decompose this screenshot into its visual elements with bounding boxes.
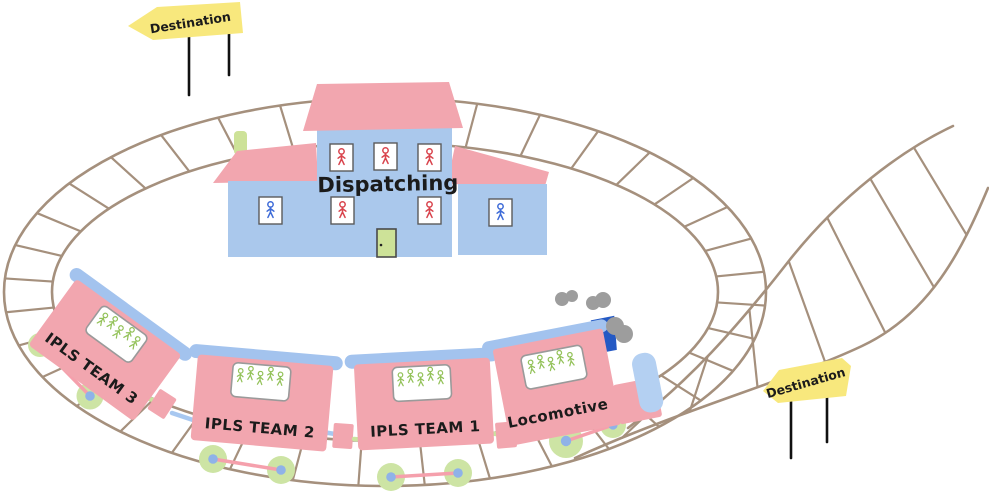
track-tie [706, 326, 756, 341]
wheel-rod [390, 471, 459, 479]
track-tie [3, 277, 54, 283]
track-tie [68, 182, 111, 210]
building-window [330, 196, 355, 225]
track-branch-lower-rail [573, 186, 989, 460]
train-locomotive: Locomotive [482, 315, 664, 446]
dispatching-building: Dispatching [213, 82, 549, 258]
track-tie [715, 270, 766, 278]
track-tie [615, 151, 651, 186]
coupling-block [147, 389, 177, 419]
sign-board [128, 2, 243, 40]
track-tie [519, 113, 542, 157]
wheel-hub [276, 465, 286, 475]
track-tie [160, 133, 191, 173]
car-body [29, 280, 181, 420]
building-window [329, 143, 354, 172]
track-tie [653, 176, 695, 206]
wheel-hub [453, 468, 463, 478]
track-tie [716, 301, 767, 307]
track-tie [35, 211, 82, 233]
building-window [417, 196, 442, 225]
train-wheels [28, 333, 626, 491]
destination-sign-bottom-right: Destination [763, 358, 851, 460]
coupling-block [332, 422, 354, 450]
smoke-icon [555, 290, 633, 343]
track-tie [278, 104, 295, 150]
destination-sign-top-left: Destination [128, 2, 243, 97]
wheel-hub [386, 472, 396, 482]
locomotive-nose [632, 352, 664, 413]
wheel-rod [565, 423, 614, 443]
wheel-rod [212, 457, 282, 472]
building-window [258, 196, 283, 225]
building-window [488, 198, 513, 227]
track-tie [748, 308, 759, 389]
building-label: Dispatching [317, 171, 458, 197]
car-body [354, 357, 494, 451]
track-tie [109, 156, 147, 190]
train: IPLS TEAM 3 IPLS TEAM 2 [28, 268, 664, 491]
right-wing-roof [447, 146, 549, 186]
wheel-hub [85, 391, 95, 401]
track-tie [4, 306, 55, 314]
train-car-ipls-team-2: IPLS TEAM 2 [189, 344, 343, 452]
door [376, 228, 397, 258]
track-tie [912, 146, 968, 236]
car-roof [69, 268, 193, 361]
left-wing-roof [213, 143, 318, 183]
track-tie [683, 205, 729, 228]
track-tie [418, 439, 426, 487]
wheel-hub [208, 454, 218, 464]
track-tie [826, 216, 887, 335]
track-branch-upper-rail [626, 124, 955, 430]
building-window [417, 143, 442, 172]
chimney-icon [234, 131, 247, 155]
track-tie [688, 355, 709, 413]
track-tie [787, 260, 827, 364]
car-label: IPLS TEAM 1 [370, 417, 481, 441]
sign-board [763, 358, 851, 403]
track-tie [688, 351, 735, 373]
track-tie [464, 102, 479, 149]
coupling-link [169, 410, 199, 424]
track-tie [570, 130, 600, 170]
track-tie [704, 237, 753, 253]
track-tie [14, 243, 64, 258]
car-body [190, 354, 334, 452]
building-window [373, 142, 398, 171]
door-knob [379, 243, 383, 247]
central-roof [303, 82, 463, 131]
wheel-hub [560, 435, 572, 447]
track-tie [869, 177, 936, 289]
train-car-ipls-team-1: IPLS TEAM 1 [344, 347, 499, 451]
